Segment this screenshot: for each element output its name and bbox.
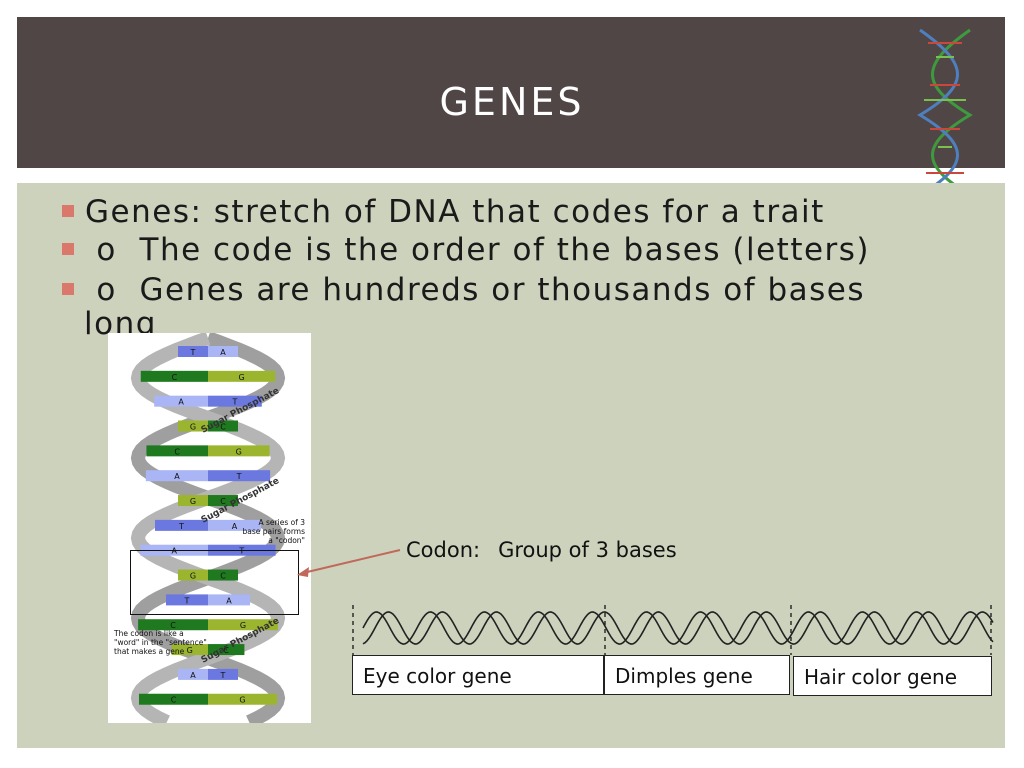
base-pair-right: [208, 619, 278, 631]
codon-arrow: [297, 549, 401, 577]
base-pair-left: [178, 569, 208, 581]
codon-annotation-line: a "codon": [268, 536, 305, 545]
base-letter: C: [220, 423, 226, 432]
base-pair-left: [140, 370, 208, 382]
bullet-gene-length: o Genes are hundreds or thousands of bas…: [85, 272, 866, 308]
base-pair-right: [208, 668, 238, 680]
base-pair-left: [154, 395, 208, 407]
base-letter: G: [236, 447, 242, 456]
bullet-code-order: o The code is the order of the bases (le…: [85, 232, 871, 268]
base-pair-right: [208, 693, 278, 705]
base-letter: A: [174, 472, 180, 481]
base-pair-left: [145, 470, 208, 482]
word-annotation-line: "word" in the "sentence": [114, 638, 207, 647]
codon-highlight-box: [130, 550, 299, 615]
base-pair-right: [208, 644, 245, 656]
base-letter: G: [190, 497, 196, 506]
base-letter: A: [171, 547, 177, 556]
bullet-genes-definition: Genes: stretch of DNA that codes for a t…: [85, 194, 825, 230]
base-pair-right: [208, 470, 271, 482]
base-pair-left: [146, 445, 208, 457]
base-letter: C: [220, 497, 226, 506]
base-letter: C: [172, 373, 178, 382]
slide-title: GENES: [439, 80, 585, 124]
base-pair-right: [208, 346, 238, 357]
base-pair-right: [208, 495, 238, 507]
codon-term: Codon:: [406, 538, 481, 562]
base-letter: T: [190, 348, 196, 357]
base-letter: C: [171, 696, 177, 705]
base-letter: G: [190, 423, 196, 432]
base-pair-right: [208, 370, 276, 382]
word-annotation-line: The codon is like a: [113, 629, 184, 638]
base-pair-left: [178, 420, 208, 432]
base-pair-right: [208, 395, 262, 407]
bullet-marker: [62, 243, 74, 255]
dna-molecule-icon: [917, 28, 973, 197]
base-letter: C: [174, 447, 180, 456]
base-pair-right: [208, 594, 251, 606]
base-letter: A: [178, 398, 184, 407]
base-letter: C: [220, 572, 226, 581]
gene-dimples: Dimples gene: [604, 655, 790, 695]
base-letter: G: [187, 646, 193, 655]
base-letter: G: [240, 621, 246, 630]
codon-annotation-line: A series of 3: [259, 518, 306, 527]
gene-eye-color: Eye color gene: [352, 655, 604, 695]
base-pair-left: [178, 495, 208, 507]
base-letter: G: [239, 696, 245, 705]
base-pair-left: [138, 619, 208, 631]
base-letter: T: [231, 398, 237, 407]
base-letter: T: [178, 522, 184, 531]
bullet-marker: [62, 205, 74, 217]
base-pair-right: [208, 420, 238, 432]
base-letter: T: [220, 671, 226, 680]
gene-hair-color: Hair color gene: [793, 656, 992, 696]
base-letter: T: [236, 472, 242, 481]
codon-annotation-line: base pairs forms: [243, 527, 306, 536]
base-letter: G: [190, 572, 196, 581]
base-pair-left: [171, 644, 208, 656]
base-letter: C: [170, 621, 176, 630]
base-pair-left: [138, 693, 208, 705]
base-letter: C: [223, 646, 229, 655]
base-letter: A: [232, 522, 238, 531]
bullet-marker: [62, 283, 74, 295]
base-pair-left: [178, 668, 208, 680]
base-pair-left: [165, 594, 208, 606]
base-letter: G: [239, 373, 245, 382]
base-pair-left: [178, 346, 208, 357]
base-letter: T: [184, 596, 190, 605]
base-pair-right: [208, 569, 238, 581]
base-letter: A: [190, 671, 196, 680]
base-letter: T: [238, 547, 244, 556]
codon-definition: Group of 3 bases: [498, 538, 677, 562]
codon-label: Codon: Group of 3 bases: [406, 538, 677, 562]
base-pair-right: [208, 519, 261, 531]
base-letter: A: [220, 348, 226, 357]
base-pair-left: [155, 519, 208, 531]
word-annotation-line: that makes a gene: [114, 647, 185, 656]
dna-wave-strip: [352, 605, 994, 655]
base-pair-right: [208, 445, 270, 457]
base-letter: A: [226, 596, 232, 605]
slide-header: [17, 17, 1005, 168]
